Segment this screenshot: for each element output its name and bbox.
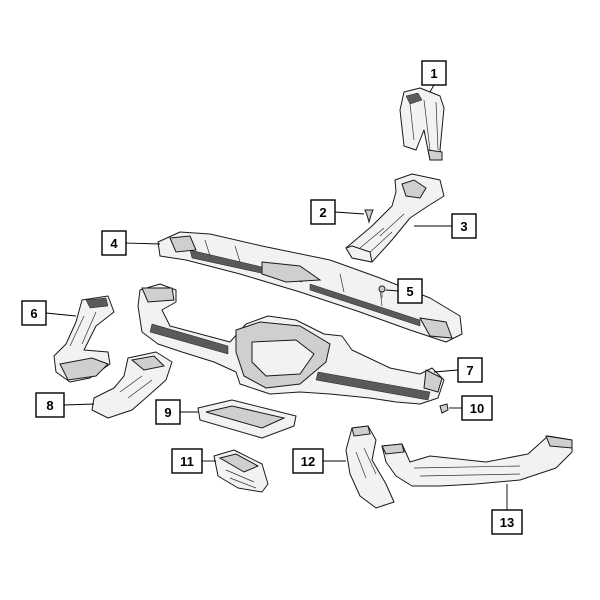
callout-3: 3 [451, 213, 477, 239]
callout-8: 8 [35, 392, 65, 418]
leader-2 [334, 211, 365, 215]
leader-5 [385, 289, 399, 292]
callout-8-label: 8 [46, 398, 53, 413]
leader-lines [45, 84, 508, 510]
callout-13: 13 [491, 509, 523, 535]
part-2-clip [364, 209, 374, 224]
leader-8 [63, 403, 95, 406]
part-12-rear-duct [345, 425, 395, 509]
callout-3-label: 3 [460, 219, 467, 234]
callout-12-label: 12 [301, 454, 315, 469]
part-8-left-floor-duct [91, 351, 173, 419]
callout-9: 9 [155, 399, 181, 425]
callout-2: 2 [310, 199, 336, 225]
callout-4-label: 4 [110, 236, 118, 251]
callout-1-label: 1 [430, 66, 437, 81]
part-13-long-duct [381, 435, 573, 487]
part-6-left-duct [53, 295, 115, 383]
part-5-screw [378, 285, 386, 298]
part-9-tray [197, 399, 297, 439]
leader-7 [433, 369, 459, 373]
callout-7-label: 7 [466, 363, 473, 378]
callout-5-label: 5 [406, 284, 413, 299]
callout-11-label: 11 [180, 454, 194, 469]
callout-2-label: 2 [319, 205, 326, 220]
leader-6 [45, 312, 77, 317]
callout-4: 4 [101, 230, 127, 256]
callout-5: 5 [397, 278, 423, 304]
callout-6: 6 [21, 300, 47, 326]
leader-4 [125, 242, 161, 245]
callout-7: 7 [457, 357, 483, 383]
callout-10: 10 [461, 395, 493, 421]
part-7-main-duct [137, 283, 445, 405]
callout-11: 11 [171, 448, 203, 474]
callout-13-label: 13 [500, 515, 514, 530]
leader-1 [429, 84, 435, 93]
callout-6-label: 6 [30, 306, 37, 321]
part-4-cross-duct [157, 231, 463, 343]
part-10-clip [439, 403, 449, 414]
callout-10-label: 10 [470, 401, 484, 416]
callout-9-label: 9 [164, 405, 171, 420]
part-3-center-duct [345, 173, 445, 263]
part-11-module [213, 449, 269, 493]
callout-1: 1 [421, 60, 447, 86]
part-1-defrost-duct [399, 87, 445, 161]
callout-12: 12 [292, 448, 324, 474]
